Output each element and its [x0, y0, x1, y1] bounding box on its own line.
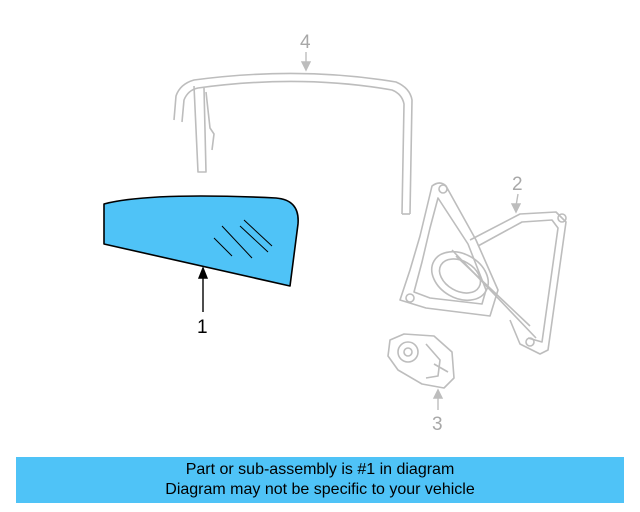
window-motor — [387, 333, 455, 389]
banner-line-disclaimer: Diagram may not be specific to your vehi… — [165, 481, 475, 498]
window-regulator — [399, 182, 567, 355]
parts-diagram: 4 2 3 1 — [103, 32, 567, 435]
door-glass-highlighted — [103, 195, 299, 287]
callout-arrow-1 — [197, 266, 209, 312]
callout-label-4: 4 — [300, 32, 311, 53]
glass-reflection-lines — [213, 219, 273, 259]
callout-arrows-faded — [300, 52, 522, 410]
info-banner: Part or sub-assembly is #1 in diagram Di… — [16, 457, 624, 503]
banner-line-part: Part or sub-assembly is #1 in diagram — [185, 461, 455, 478]
callout-label-3: 3 — [432, 414, 443, 435]
callout-label-2: 2 — [512, 174, 523, 195]
door-frame-seal — [173, 72, 413, 215]
callout-label-1: 1 — [197, 317, 208, 338]
